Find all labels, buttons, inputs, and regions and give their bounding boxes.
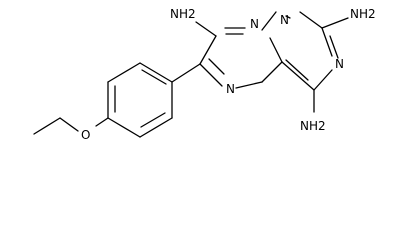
top-right-amine-bond — [321, 17, 349, 29]
pyrimidine-ring — [261, 11, 339, 91]
top-right-amine-label: NH2 — [350, 7, 376, 21]
ring-nitrogen-top-right: N — [280, 13, 289, 27]
top-amine-label: NH2 — [170, 7, 196, 21]
pyrazine-ring — [199, 27, 283, 89]
bottom-amine-label: NH2 — [300, 119, 326, 133]
ring-nitrogen-bottom-left: N — [226, 82, 235, 96]
phenyl-pteridine-bond — [171, 63, 201, 83]
ring-nitrogen-top-left: N — [250, 17, 259, 31]
ethoxy-group: O — [33, 117, 109, 142]
ring-nitrogen-right: N — [335, 57, 344, 71]
ether-oxygen: O — [81, 128, 90, 142]
molecule-structure: O N N N N NH2 NH2 NH2 — [33, 7, 376, 142]
phenyl-ring — [107, 62, 173, 138]
top-amine-bond — [195, 21, 217, 37]
